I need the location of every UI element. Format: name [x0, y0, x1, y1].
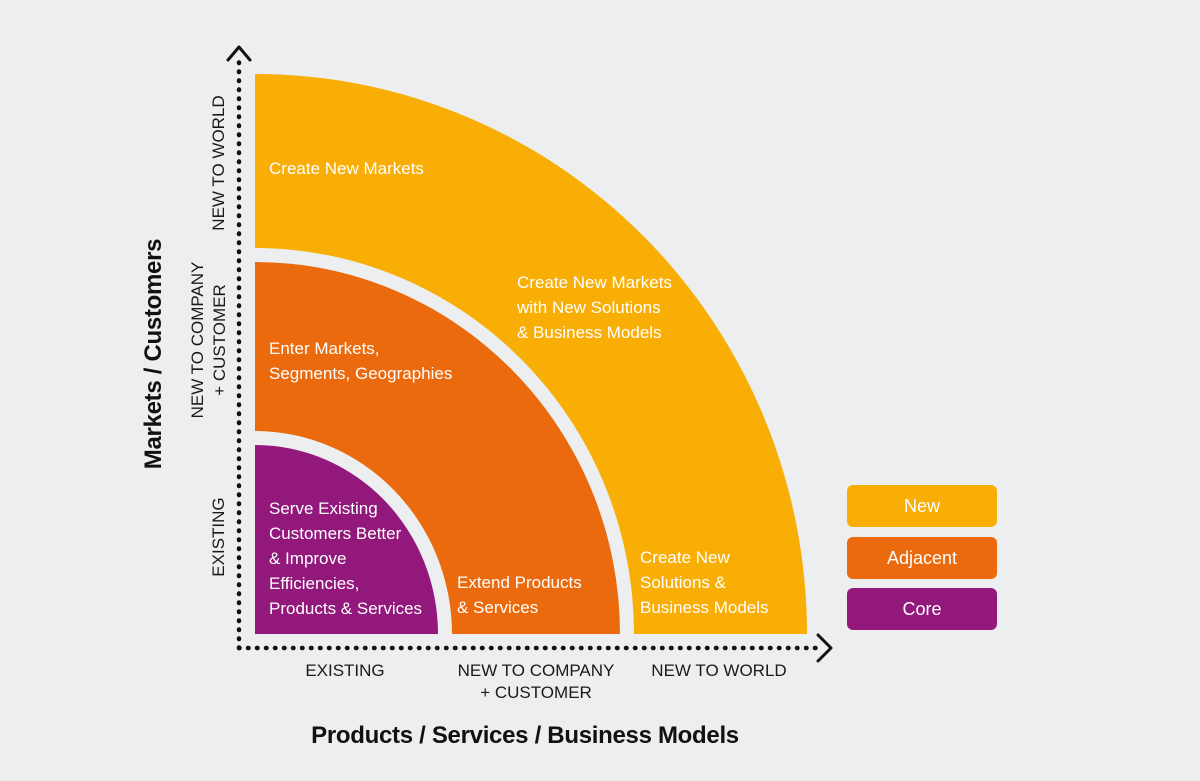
legend-item-adjacent: Adjacent [847, 537, 997, 579]
zone-label-create-new-markets-solutions: Create New Markets with New Solutions & … [517, 273, 672, 342]
core-zone-shape [255, 445, 438, 634]
legend-item-core: Core [847, 588, 997, 630]
zone-label-extend-products: Extend Products & Services [457, 573, 582, 617]
zone-label-create-new-markets: Create New Markets [269, 159, 424, 178]
x-tick-new-to-company: NEW TO COMPANY + CUSTOMER [457, 661, 615, 702]
y-axis-arrowhead [226, 45, 252, 62]
y-tick-new-to-world: NEW TO WORLD [209, 95, 228, 231]
zone-label-create-new-solutions: Create New Solutions & Business Models [640, 548, 769, 617]
zone-label-enter-markets: Enter Markets, Segments, Geographies [269, 339, 453, 383]
x-tick-existing: EXISTING [305, 661, 385, 680]
y-axis-title: Markets / Customers [140, 238, 167, 470]
y-tick-existing: EXISTING [209, 497, 228, 577]
y-tick-new-to-company: NEW TO COMPANY + CUSTOMER [188, 261, 229, 419]
legend-item-new: New [847, 485, 997, 527]
x-tick-new-to-world: NEW TO WORLD [651, 661, 787, 680]
x-axis-title: Products / Services / Business Models [311, 722, 739, 749]
x-axis-arrowhead [816, 633, 833, 663]
zone-label-serve-existing: Serve Existing Customers Better & Improv… [269, 499, 423, 618]
